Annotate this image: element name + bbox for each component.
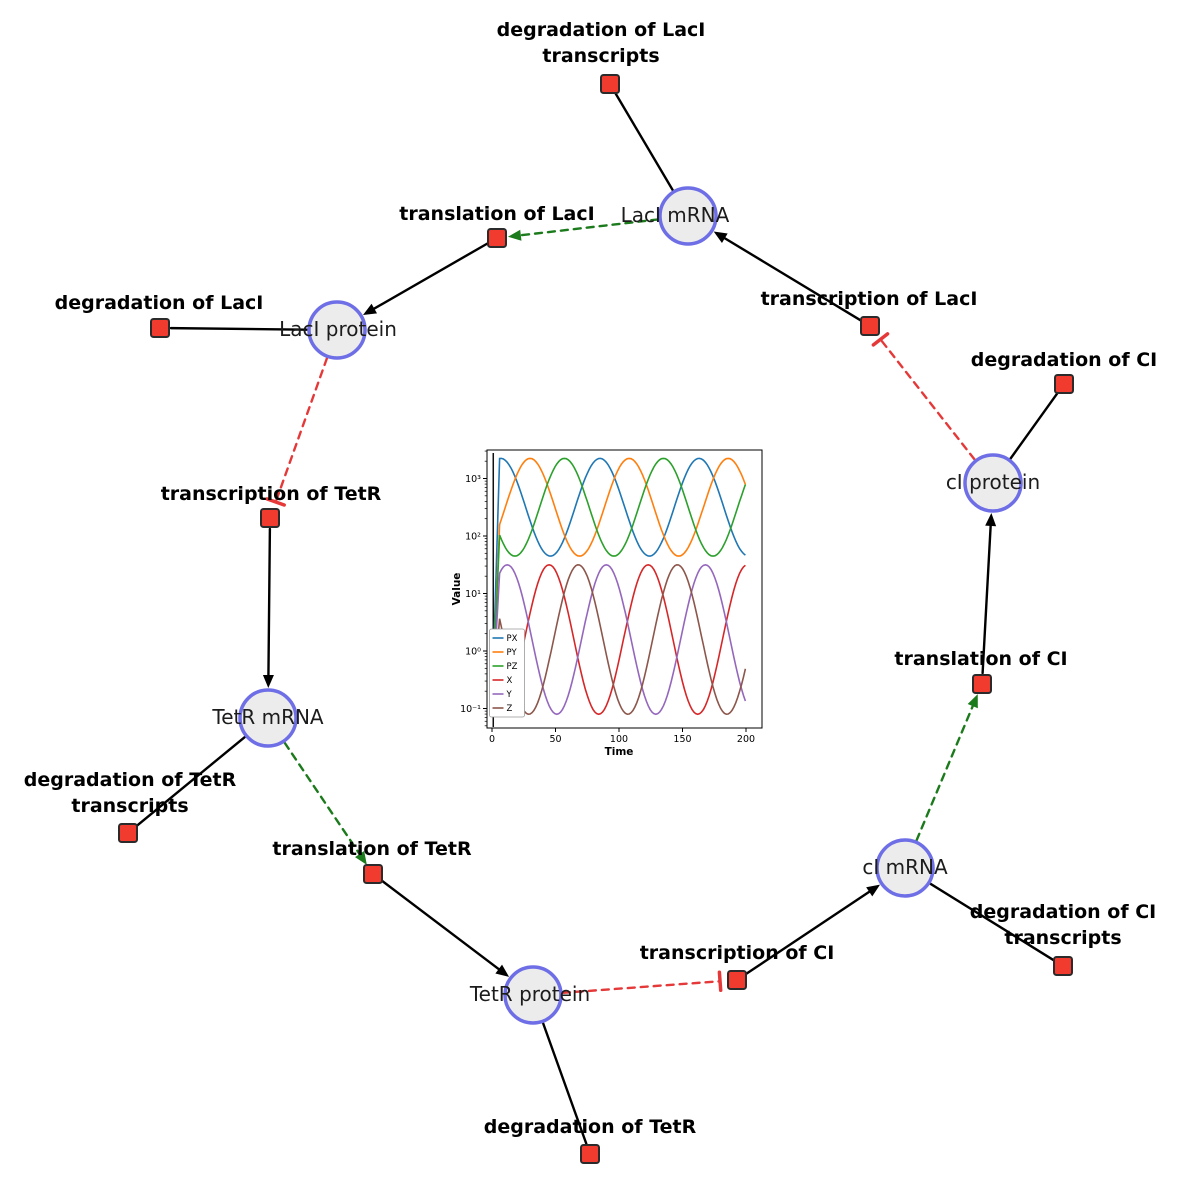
reaction-node-degradation-of-ci[interactable] xyxy=(1054,374,1074,394)
edge-substrate-laci-mrna--degradation-of-laci-transcripts xyxy=(614,92,674,192)
x-tick-label: 150 xyxy=(673,734,691,745)
x-axis-title: Time xyxy=(605,746,634,758)
legend-box xyxy=(489,628,525,718)
species-label-ci-mrna: cI mRNA xyxy=(862,855,948,879)
x-tick-label: 100 xyxy=(610,734,628,745)
edge-inhibition-ci-protein--transcription-of-laci xyxy=(879,338,976,461)
arrowhead-icon-ci-mrna xyxy=(866,884,881,897)
arrowhead-icon-translation-of-laci xyxy=(507,229,522,241)
series-line-Y xyxy=(491,563,747,716)
inhibition-tee-icon-transcription-of-ci xyxy=(717,970,723,992)
y-tick-label: 10⁻¹ xyxy=(460,704,481,715)
edges-layer xyxy=(135,92,1059,1145)
edge-product-translation-of-laci--laci-protein xyxy=(372,242,489,311)
edge-modifier-ci-mrna--translation-of-ci xyxy=(915,704,975,842)
x-tick-label: 200 xyxy=(737,734,755,745)
y-tick-label: 10¹ xyxy=(465,589,481,600)
reaction-node-degradation-of-tetr[interactable] xyxy=(580,1144,600,1164)
reaction-node-degradation-of-ci-transcripts[interactable] xyxy=(1053,956,1073,976)
edge-substrate-ci-protein--degradation-of-ci xyxy=(1009,391,1059,460)
species-node-laci-mrna[interactable] xyxy=(658,186,718,246)
reaction-label-translation-of-ci: translation of CI xyxy=(894,648,1067,670)
reaction-node-degradation-of-laci-transcripts[interactable] xyxy=(600,74,620,94)
reaction-node-transcription-of-tetr[interactable] xyxy=(260,508,280,528)
species-node-ci-mrna[interactable] xyxy=(875,838,935,898)
series-line-PX xyxy=(491,457,746,709)
reaction-label-transcription-of-laci: transcription of LacI xyxy=(761,288,978,310)
legend-label-PZ: PZ xyxy=(507,662,518,672)
legend-label-Z: Z xyxy=(507,704,513,714)
species-label-tetr-protein: TetR protein xyxy=(469,982,590,1006)
edge-modifier-tetr-mrna--translation-of-tetr xyxy=(283,741,362,857)
series-line-PZ xyxy=(491,457,747,709)
species-label-laci-protein: LacI protein xyxy=(279,317,397,341)
reaction-label-translation-of-tetr: translation of TetR xyxy=(272,838,472,860)
x-tick-label: 0 xyxy=(489,734,495,745)
edge-product-transcription-of-laci--laci-mrna xyxy=(722,236,862,322)
arrowhead-icon-translation-of-tetr xyxy=(355,851,367,865)
species-node-laci-protein[interactable] xyxy=(307,300,367,360)
arrowhead-icon-translation-of-ci xyxy=(967,694,978,709)
legend-label-PX: PX xyxy=(507,634,518,644)
edge-substrate-ci-mrna--degradation-of-ci-transcripts xyxy=(929,882,1055,962)
species-label-ci-protein: cI protein xyxy=(946,470,1040,494)
inset-axes-frame xyxy=(486,449,763,729)
edge-inhibition-tetr-protein--transcription-of-ci xyxy=(561,980,722,995)
reaction-label-degradation-of-ci: degradation of CI xyxy=(971,349,1157,371)
inhibition-tee-icon-transcription-of-laci xyxy=(871,332,890,347)
arrowhead-icon-tetr-protein xyxy=(495,964,510,977)
reaction-node-degradation-of-tetr-transcripts[interactable] xyxy=(118,823,138,843)
series-line-X xyxy=(491,563,746,716)
reaction-label-translation-of-laci: translation of LacI xyxy=(399,203,594,225)
legend-label-X: X xyxy=(507,676,513,686)
inhibition-tee-icon-transcription-of-tetr xyxy=(265,497,286,507)
arrowhead-icon-tetr-mrna xyxy=(262,674,274,689)
reaction-label-transcription-of-tetr: transcription of TetR xyxy=(161,483,382,505)
y-tick-label: 10⁰ xyxy=(465,647,481,658)
reaction-node-translation-of-ci[interactable] xyxy=(972,674,992,694)
edge-inhibition-laci-protein--transcription-of-tetr xyxy=(274,357,329,504)
edge-substrate-tetr-protein--degradation-of-tetr xyxy=(541,1022,588,1145)
species-label-tetr-mrna: TetR mRNA xyxy=(211,705,324,729)
arrowhead-icon-laci-protein xyxy=(363,303,378,316)
reaction-node-degradation-of-laci[interactable] xyxy=(150,318,170,338)
arrowhead-icon-ci-protein xyxy=(985,512,997,527)
reaction-node-translation-of-tetr[interactable] xyxy=(363,864,383,884)
series-line-Z xyxy=(491,563,747,716)
reaction-node-translation-of-laci[interactable] xyxy=(487,228,507,248)
species-label-laci-mrna: LacI mRNA xyxy=(621,203,730,227)
species-node-tetr-protein[interactable] xyxy=(503,965,563,1025)
series-line-PY xyxy=(491,457,747,709)
y-tick-label: 10³ xyxy=(465,474,481,485)
reaction-node-transcription-of-laci[interactable] xyxy=(860,316,880,336)
reaction-label-transcription-of-ci: transcription of CI xyxy=(640,942,835,964)
y-tick-label: 10² xyxy=(465,532,481,543)
y-axis-title: Value xyxy=(451,573,463,606)
x-tick-label: 50 xyxy=(549,734,561,745)
species-node-tetr-mrna[interactable] xyxy=(238,688,298,748)
edge-product-translation-of-tetr--tetr-protein xyxy=(380,879,501,971)
species-node-ci-protein[interactable] xyxy=(963,453,1023,513)
edge-product-translation-of-ci--ci-protein xyxy=(981,523,992,675)
legend-label-PY: PY xyxy=(507,648,518,658)
nodes-layer xyxy=(118,74,1074,1164)
edge-product-transcription-of-tetr--tetr-mrna xyxy=(267,527,272,678)
legend-label-Y: Y xyxy=(506,690,513,700)
reaction-node-transcription-of-ci[interactable] xyxy=(727,970,747,990)
reaction-label-degradation-of-laci: degradation of LacI xyxy=(55,292,264,314)
edge-substrate-tetr-mrna--degradation-of-tetr-transcripts xyxy=(135,735,247,828)
edge-substrate-laci-protein--degradation-of-laci xyxy=(169,326,309,331)
edge-product-transcription-of-ci--ci-mrna xyxy=(744,890,872,976)
arrowhead-icon-laci-mrna xyxy=(713,231,728,243)
reaction-label-degradation-of-tetr: degradation of TetR xyxy=(484,1116,697,1138)
edge-modifier-laci-mrna--translation-of-laci xyxy=(518,218,660,237)
